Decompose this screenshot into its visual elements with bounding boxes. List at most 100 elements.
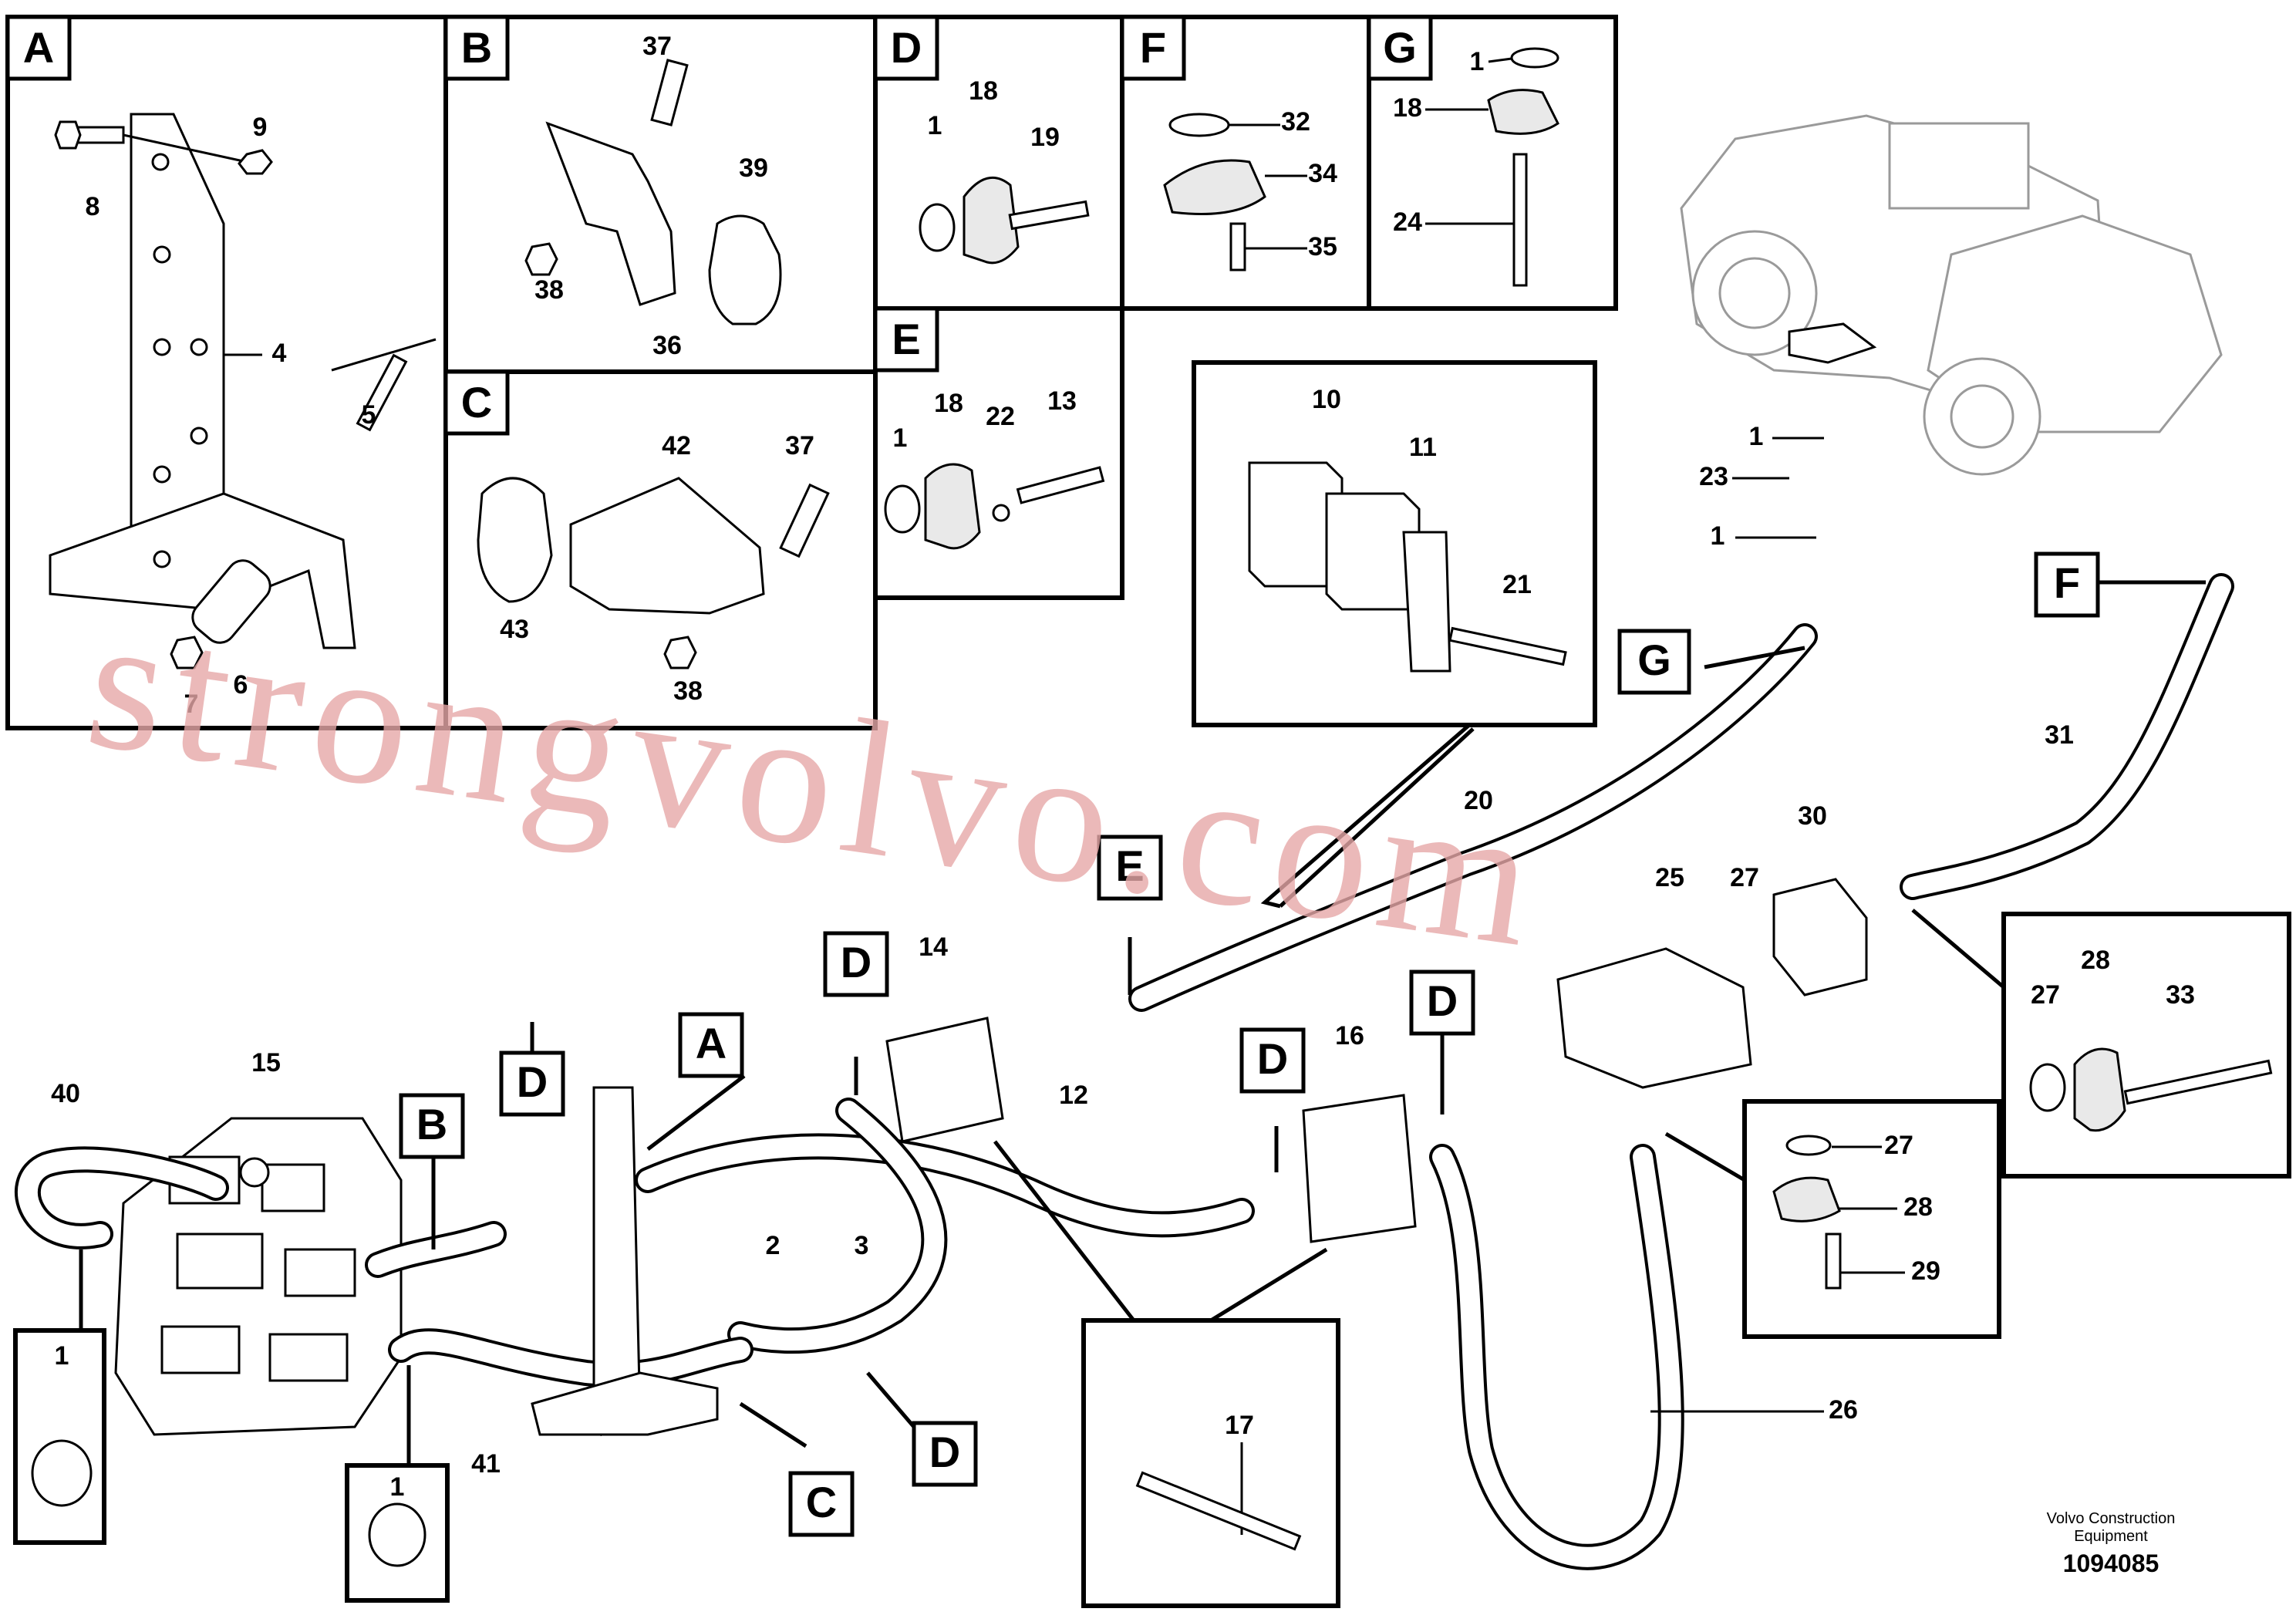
- frame-tag-g: G: [1383, 23, 1417, 72]
- bolt-13: [1016, 466, 1105, 504]
- label-1-valve-bottom: 1: [390, 1472, 405, 1502]
- label-2: 2: [766, 1231, 781, 1260]
- assembly-tag-d3: D: [1257, 1034, 1288, 1083]
- label-23: 23: [1699, 462, 1728, 491]
- label-1-e: 1: [893, 423, 908, 453]
- assembly-tag-b: B: [416, 1100, 447, 1148]
- frame-tag-a: A: [23, 23, 54, 72]
- oring-1-d: [919, 203, 956, 252]
- label-17: 17: [1225, 1411, 1254, 1440]
- label-12: 12: [1059, 1081, 1088, 1110]
- detail-frame-clamp-20: [1192, 360, 1597, 727]
- footer: Volvo Construction Equipment 1094085: [2047, 1510, 2176, 1577]
- detail-frame-flange-26: [1742, 1099, 2001, 1339]
- label-26: 26: [1829, 1395, 1858, 1425]
- label-1-g: 1: [1470, 47, 1485, 76]
- assembly-tag-d2: D: [841, 938, 872, 986]
- label-32: 32: [1281, 107, 1310, 137]
- assembly-bracket-foot: [531, 1371, 719, 1436]
- label-40: 40: [51, 1079, 80, 1108]
- frame-tag-c: C: [461, 378, 492, 427]
- assembly-tag-f: F: [2054, 558, 2080, 607]
- frame-tag-b: B: [461, 23, 492, 72]
- label-24: 24: [1393, 207, 1422, 237]
- valve-blocks: [885, 322, 1877, 1243]
- washer-22: [992, 504, 1010, 522]
- detail-frame-g: [1367, 15, 1618, 311]
- label-30: 30: [1798, 801, 1827, 831]
- assembly-tag-d1: D: [517, 1057, 548, 1106]
- label-1-valve-left: 1: [55, 1341, 69, 1371]
- assembly-tags: A B C D D D D D E F G: [399, 551, 2100, 1537]
- watermark-text: strongvolvo.com: [76, 573, 1555, 988]
- detail-f-parts: [1163, 113, 1266, 271]
- detail-frame-flange-31: [2001, 912, 2291, 1179]
- oring-1-e: [884, 484, 921, 534]
- bracket-42: [569, 477, 765, 615]
- label-27-c: 27: [2031, 980, 2060, 1010]
- block-30: [1772, 878, 1868, 996]
- label-35: 35: [1308, 232, 1337, 261]
- label-18-d: 18: [969, 76, 998, 106]
- bolt-37-b: [650, 59, 689, 126]
- detail-g-parts: [1487, 47, 1559, 287]
- label-11: 11: [1409, 433, 1437, 462]
- label-27-a: 27: [1730, 863, 1759, 892]
- half-flange-18-d: [963, 177, 1020, 265]
- assembly-tag-d4: D: [1427, 976, 1458, 1025]
- label-1-pump-top: 1: [1749, 422, 1764, 451]
- frame-tag-e: E: [892, 315, 920, 363]
- label-4: 4: [272, 339, 287, 368]
- label-1-d: 1: [928, 111, 942, 140]
- label-34: 34: [1308, 159, 1337, 188]
- label-9: 9: [253, 113, 268, 142]
- block-14: [885, 1017, 1004, 1143]
- detail-frame-b: [443, 15, 878, 374]
- label-38-c: 38: [673, 676, 703, 706]
- label-22: 22: [986, 402, 1015, 431]
- nut-38-b: [524, 242, 558, 276]
- label-21: 21: [1502, 570, 1532, 599]
- label-5: 5: [362, 400, 376, 430]
- label-20: 20: [1464, 786, 1493, 815]
- label-15: 15: [251, 1048, 281, 1077]
- oring-32: [1168, 113, 1230, 137]
- label-7: 7: [184, 690, 199, 719]
- bolt-5: [356, 353, 408, 432]
- label-18-g: 18: [1393, 93, 1422, 123]
- label-38-b: 38: [534, 275, 564, 305]
- label-41: 41: [471, 1449, 501, 1479]
- label-1-pump-bottom: 1: [1711, 521, 1725, 551]
- footer-drawing-number: 1094085: [2063, 1549, 2159, 1577]
- label-37-b: 37: [642, 32, 672, 61]
- hydraulic-pump: [1680, 114, 2223, 476]
- bolt-24: [1512, 153, 1528, 287]
- clamp-43: [477, 477, 553, 603]
- detail-e-parts: [884, 463, 1105, 550]
- detail-c-parts: [477, 477, 830, 669]
- assembly-tag-e: E: [1115, 841, 1144, 890]
- detail-frame-e: [873, 306, 1124, 600]
- assembly-tag-c: C: [806, 1478, 837, 1526]
- bolt-17: [1135, 1471, 1302, 1551]
- label-36: 36: [652, 331, 682, 360]
- label-29: 29: [1911, 1256, 1940, 1286]
- label-28-b: 28: [1903, 1192, 1933, 1222]
- frame-tag-f: F: [1140, 23, 1166, 72]
- oring-1-g: [1510, 47, 1559, 69]
- nut-38-c: [663, 636, 697, 669]
- nut-7: [170, 636, 204, 669]
- label-19: 19: [1030, 123, 1060, 152]
- bolt-21: [1448, 626, 1567, 666]
- hoses: [14, 573, 2234, 1570]
- assembly-tag-g: G: [1637, 636, 1671, 684]
- label-14: 14: [919, 932, 948, 962]
- label-13: 13: [1047, 386, 1077, 416]
- half-flange-18-e: [924, 463, 981, 550]
- label-6: 6: [234, 670, 248, 700]
- clamp-39: [708, 214, 782, 325]
- detail-frame-bolt-17: [1081, 1318, 1340, 1608]
- bolt-37-c: [779, 483, 830, 558]
- label-8: 8: [86, 192, 100, 221]
